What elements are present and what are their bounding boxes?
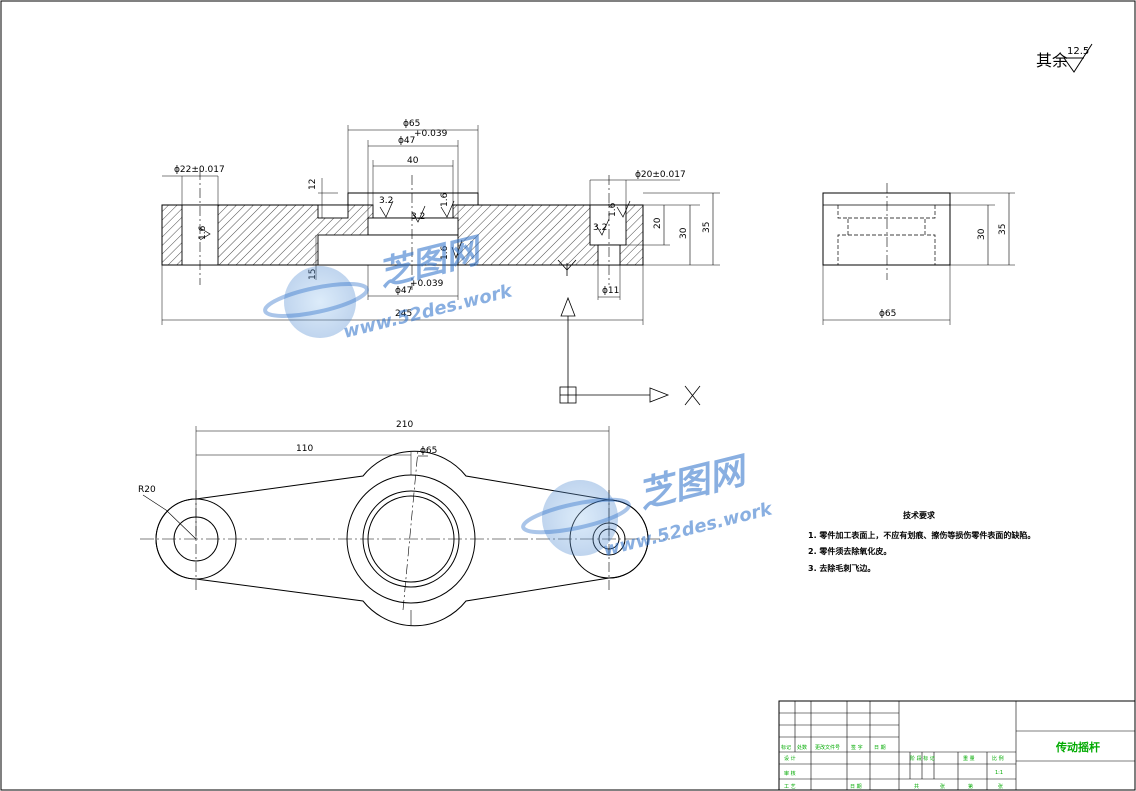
dim-12: 12 [308,179,318,190]
surface-finish-prefix: 其余 [1036,51,1068,70]
front-section-view: ϕ65 ϕ47 +0.039 40 12 ϕ22±0.017 ϕ20±0.017 [161,119,720,325]
dim-40: 40 [407,156,419,166]
side-view-body [822,192,951,266]
dim-phi22: ϕ22±0.017 [174,165,225,175]
title-block [778,700,1136,791]
roughness-1: 3.2 [379,196,393,206]
roughness-5: 1.6 [440,245,450,260]
watermark-globe-icon [284,266,356,338]
tb-stage-label: 阶 段 标 记 [910,755,935,762]
dim-phi47-top: ϕ47 [398,136,415,146]
tb-row-date: 日 期 [850,784,862,790]
tb-weight-label: 重 量 [963,755,975,762]
top-dim-r20: R20 [138,485,156,495]
dim-30: 30 [679,227,689,239]
side-dim-30: 30 [977,228,987,240]
tb-sheet-total-unit: 张 [940,783,945,790]
tb-sheet-num-unit: 张 [998,783,1003,790]
part-name: 传动摇杆 [1055,740,1100,754]
tech-note-1: 1. 零件加工表面上，不应有划痕、擦伤等损伤零件表面的缺陷。 [808,530,1035,540]
tech-note-2: 2. 零件须去除氧化皮。 [808,546,891,556]
top-dim-phi65: ϕ65 [420,446,437,456]
tb-row-process: 工 艺 [784,784,796,790]
dim-20: 20 [653,217,663,229]
dim-phi20: ϕ20±0.017 [635,170,686,180]
tb-label-date: 日 期 [874,745,886,751]
tech-notes-title: 技术要求 [903,510,936,520]
tb-label-count: 处数 [797,744,807,751]
tech-note-3: 3. 去除毛刺飞边。 [808,563,875,573]
dim-phi47-bottom-tol: +0.039 [410,279,444,289]
surface-finish-note: 其余 12.5 [1036,43,1093,73]
tb-row-check: 审 核 [784,770,796,777]
tb-row-design: 设 计 [784,755,796,762]
tb-label-mark: 标记 [781,744,791,751]
dim-phi11: ϕ11 [602,286,619,296]
tb-scale-label: 比 例 [992,755,1004,762]
tb-label-doc: 更改文件号 [815,744,840,751]
center-bore-lower [317,234,459,266]
roughness-symbol-icon [1063,43,1093,73]
dim-35: 35 [702,222,712,233]
roughness-2: 3.2 [411,212,425,222]
watermark-2: 芝图网 www.52des.work [521,450,775,561]
tb-label-sign: 签 字 [851,744,863,751]
tb-sheet-num: 第 [968,783,973,790]
top-dim-210: 210 [396,420,413,430]
watermark-globe-icon [542,480,618,556]
roughness-4: 1.6 [198,225,208,240]
ucs-axes [557,259,701,406]
side-dim-35: 35 [998,224,1008,235]
roughness-3: 1.6 [440,192,450,207]
tb-sheet-total: 共 [914,783,919,790]
side-view: 30 35 ϕ65 [822,183,1015,325]
surface-finish-value: 12.5 [1067,46,1089,57]
top-dim-110: 110 [296,444,313,454]
roughness-marks [199,200,631,260]
tech-notes: 技术要求 1. 零件加工表面上，不应有划痕、擦伤等损伤零件表面的缺陷。 2. 零… [808,510,1035,573]
roughness-7: 1.6 [608,202,618,217]
roughness-6: 3.2 [593,223,607,233]
dim-phi47-bottom: ϕ47 [395,286,412,296]
dim-245: 245 [395,309,412,319]
dim-phi47-top-tol: +0.039 [414,129,448,139]
tb-scale-value: 1:1 [995,770,1003,776]
dim-phi65: ϕ65 [403,119,420,129]
side-dim-phi65: ϕ65 [879,309,896,319]
